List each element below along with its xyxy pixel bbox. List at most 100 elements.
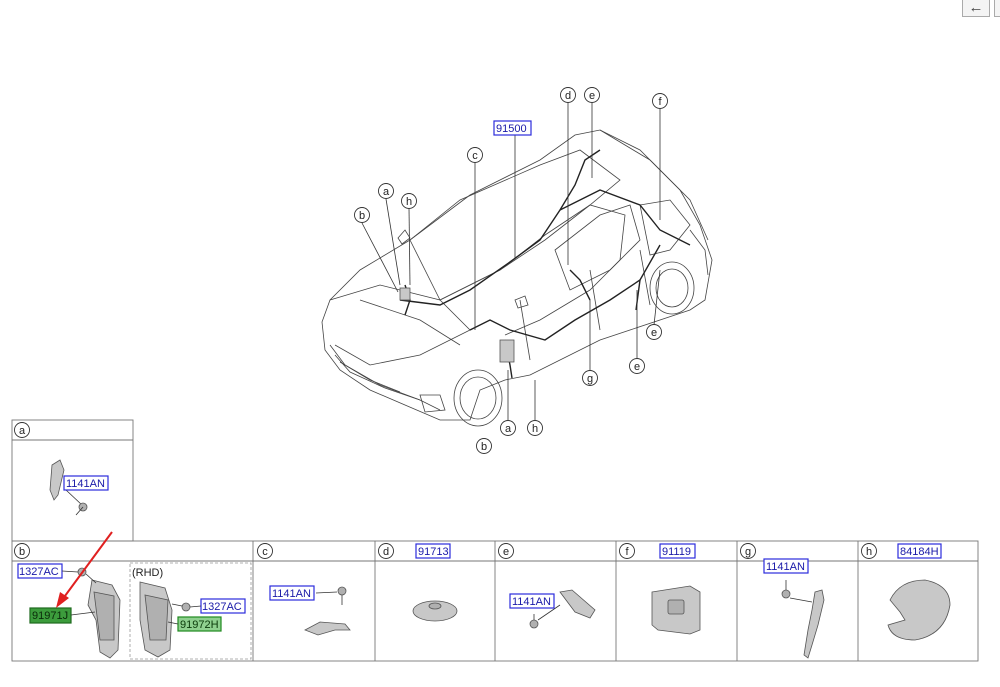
svg-text:91713: 91713 (418, 546, 449, 558)
callout-letter: e (651, 327, 657, 339)
main-callouts: d e f c a h b e e g a h b (354, 87, 668, 454)
callout-g[interactable]: g (582, 370, 598, 386)
callout-circle-icon (14, 543, 30, 559)
part-label-b-91972h[interactable]: 91972H (177, 616, 222, 632)
part-label-c-1141an[interactable]: 1141AN (269, 585, 315, 601)
assembly-label[interactable]: 91500 (493, 120, 532, 136)
panel-c-content (304, 586, 351, 636)
callout-circle-icon (584, 87, 600, 103)
callout-circle-icon (740, 543, 756, 559)
callout-a[interactable]: a (378, 183, 394, 199)
svg-text:84184H: 84184H (900, 546, 939, 558)
part-label-d-91713[interactable]: 91713 (415, 543, 451, 559)
panel-g-content (781, 580, 825, 659)
svg-text:1141AN: 1141AN (66, 478, 105, 490)
panel-header-h[interactable]: h (861, 543, 877, 559)
callout-letter: d (565, 90, 571, 102)
part-label-g-1141an[interactable]: 1141AN (763, 558, 809, 574)
part-label-h-84184h[interactable]: 84184H (897, 543, 942, 559)
callout-e[interactable]: e (646, 324, 662, 340)
callout-b[interactable]: b (476, 438, 492, 454)
callout-circle-icon (582, 370, 598, 386)
panel-f-content (651, 585, 701, 635)
callout-a[interactable]: a (500, 420, 516, 436)
callout-letter: h (866, 546, 872, 558)
callout-letter: e (634, 361, 640, 373)
callout-letter: d (383, 546, 389, 558)
part-label-a-1141an[interactable]: 1141AN (63, 475, 109, 491)
svg-text:91972H: 91972H (180, 619, 219, 631)
callout-leaders (361, 103, 661, 420)
callout-letter: a (383, 186, 390, 198)
callout-circle-icon (652, 93, 668, 109)
svg-text:1141AN: 1141AN (766, 561, 805, 573)
callout-letter: e (503, 546, 509, 558)
part-label-b-1327ac-rhd[interactable]: 1327AC (200, 598, 246, 614)
callout-e[interactable]: e (584, 87, 600, 103)
arrow-left-icon: ← (968, 0, 984, 16)
panel-d-content (412, 600, 458, 622)
callout-d[interactable]: d (560, 87, 576, 103)
panel-header-a[interactable]: a (14, 422, 30, 438)
panel-header-f[interactable]: f (619, 543, 635, 559)
panel-header-c[interactable]: c (257, 543, 273, 559)
svg-text:1327AC: 1327AC (202, 601, 242, 613)
part-label-b-1327ac[interactable]: 1327AC (17, 563, 63, 579)
callout-circle-icon (646, 324, 662, 340)
callout-letter: a (19, 425, 26, 437)
svg-text:1327AC: 1327AC (19, 566, 59, 578)
callout-circle-icon (861, 543, 877, 559)
callout-circle-icon (498, 543, 514, 559)
car-drawing (321, 129, 713, 427)
callout-circle-icon (378, 543, 394, 559)
part-label-b-91971j-highlighted[interactable]: 91971J (29, 607, 72, 624)
back-button[interactable]: ← (962, 0, 990, 17)
callout-circle-icon (527, 420, 543, 436)
callout-circle-icon (257, 543, 273, 559)
callout-letter: c (472, 150, 478, 162)
callout-b[interactable]: b (354, 207, 370, 223)
toolbar-edge (994, 0, 1000, 17)
panel-header-d[interactable]: d (378, 543, 394, 559)
callout-letter: b (19, 546, 25, 558)
svg-text:1141AN: 1141AN (512, 596, 551, 608)
panel-header-b[interactable]: b (14, 543, 30, 559)
callout-letter: f (658, 96, 662, 108)
part-label-e-1141an[interactable]: 1141AN (509, 593, 555, 609)
callout-letter: b (359, 210, 365, 222)
svg-text:91119: 91119 (662, 546, 691, 558)
callout-e[interactable]: e (629, 358, 645, 374)
callout-circle-icon (500, 420, 516, 436)
panel-a-content (49, 459, 88, 516)
callout-circle-icon (560, 87, 576, 103)
panel-b-content (77, 567, 191, 659)
callout-f[interactable]: f (652, 93, 668, 109)
panel-header-e[interactable]: e (498, 543, 514, 559)
callout-letter: c (262, 546, 268, 558)
assembly-label-text: 91500 (496, 123, 527, 135)
callout-circle-icon (467, 147, 483, 163)
callout-c[interactable]: c (467, 147, 483, 163)
callout-letter: e (589, 90, 595, 102)
callout-letter: g (745, 546, 751, 558)
callout-circle-icon (354, 207, 370, 223)
callout-h[interactable]: h (401, 193, 417, 209)
callout-circle-icon (629, 358, 645, 374)
callout-letter: g (587, 373, 593, 385)
callout-letter: h (406, 196, 412, 208)
part-label-f-91119[interactable]: 91119 (659, 543, 696, 559)
callout-circle-icon (378, 183, 394, 199)
callout-circle-icon (14, 422, 30, 438)
panel-headers: a b c d e f g h (14, 422, 877, 559)
panel-h-content (887, 579, 951, 641)
svg-text:1141AN: 1141AN (272, 588, 311, 600)
callout-h[interactable]: h (527, 420, 543, 436)
callout-letter: f (625, 546, 629, 558)
callout-letter: a (505, 423, 512, 435)
panel-header-g[interactable]: g (740, 543, 756, 559)
callout-letter: b (481, 441, 487, 453)
panel-e-content (529, 589, 596, 629)
svg-text:91971J: 91971J (32, 610, 68, 622)
panel-grid (11, 419, 979, 662)
